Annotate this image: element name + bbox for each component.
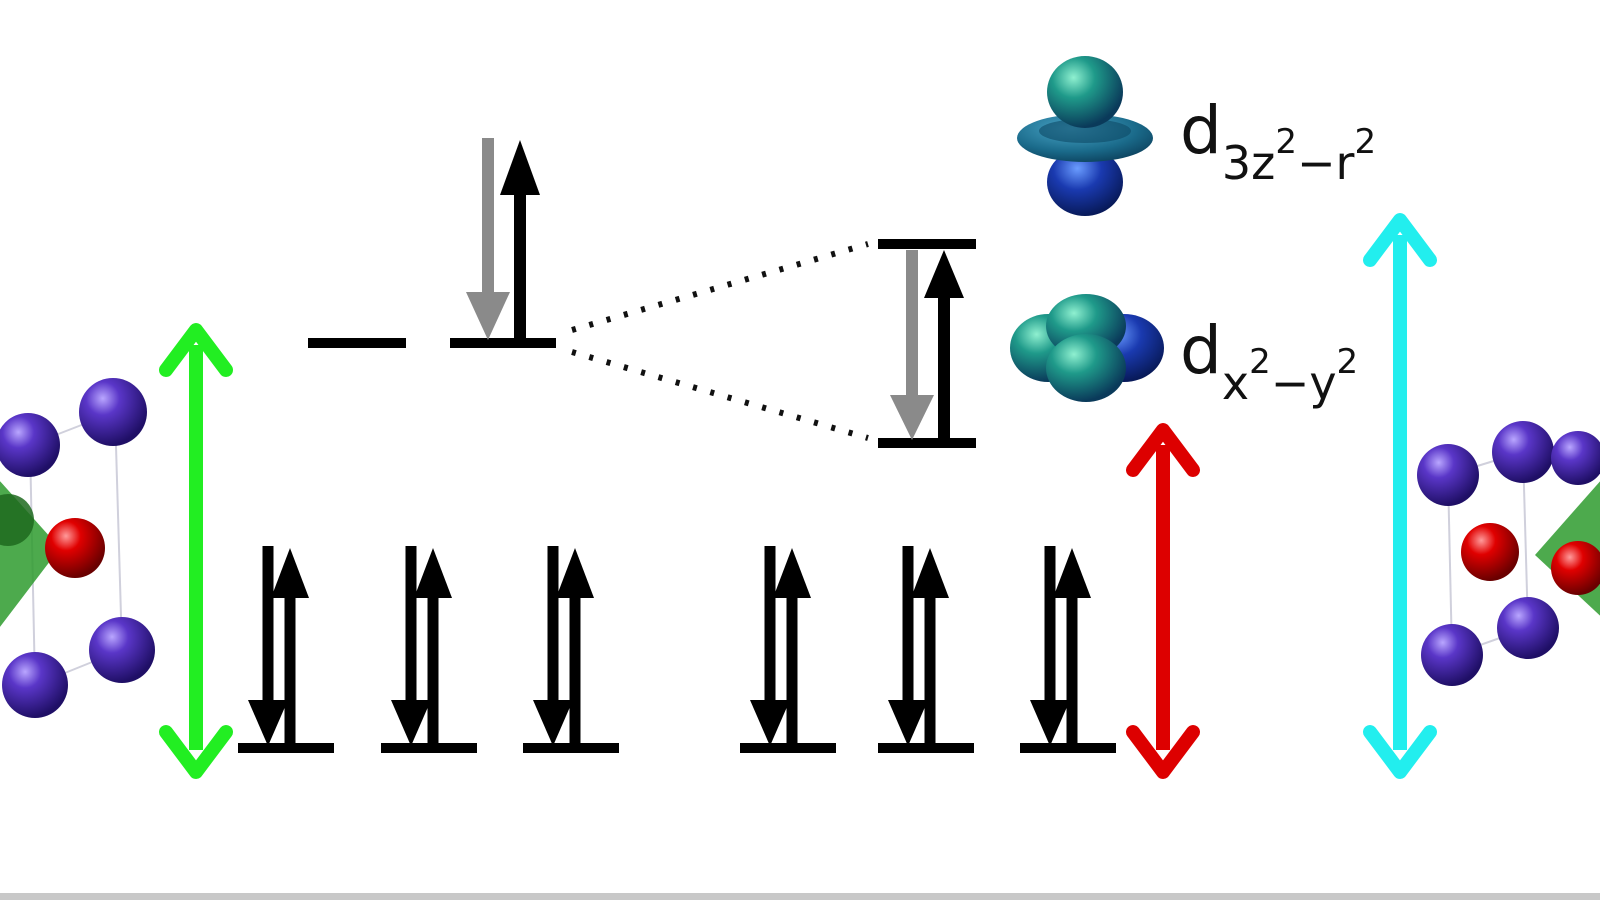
cyan-double-arrow	[1363, 213, 1437, 779]
spin-down-arrowhead	[1030, 700, 1070, 746]
spin-up-arrow	[500, 140, 540, 343]
spin-up-arrowhead	[1053, 548, 1091, 598]
label-sup: 2	[1275, 122, 1297, 162]
spin-down-arrowhead	[391, 700, 431, 746]
dx2y2-label: dx2−y2	[1180, 318, 1358, 407]
electron-pair	[523, 546, 619, 753]
electron-pair	[1020, 546, 1116, 753]
split-levels-right	[878, 239, 976, 448]
label-sup: 2	[1249, 342, 1271, 382]
spin-down-arrow-grey	[890, 250, 934, 440]
cluster-left-icon	[0, 378, 155, 718]
spin-down-arrow-grey	[466, 138, 510, 340]
dx2y2-orbital-icon	[1010, 294, 1164, 402]
label-sup: 2	[1354, 122, 1377, 162]
d3z2-orbital-icon	[1017, 56, 1153, 216]
lower-levels	[238, 546, 1116, 753]
spin-down-arrowhead	[750, 700, 790, 746]
electron-pair	[740, 546, 836, 753]
upper-levels-left	[308, 138, 556, 348]
spin-up-arrowhead	[414, 548, 452, 598]
electron-pair	[878, 546, 974, 753]
red-double-arrow	[1126, 423, 1200, 779]
spin-down-arrowhead	[248, 700, 288, 746]
label-sub-part: −r	[1296, 136, 1355, 190]
d3z2-label: d3z2−r2	[1180, 98, 1376, 187]
label-sub-part: 3z	[1221, 136, 1276, 190]
label-letter: d	[1180, 312, 1222, 389]
green-double-arrow	[159, 323, 233, 779]
spin-up-arrowhead	[911, 548, 949, 598]
spin-up-arrowhead	[271, 548, 309, 598]
label-sub-part: x	[1221, 356, 1250, 410]
bottom-border	[0, 893, 1600, 900]
spin-down-arrowhead	[888, 700, 928, 746]
electron-pair	[238, 546, 334, 753]
label-letter: d	[1180, 92, 1222, 169]
label-sub-part: −y	[1270, 356, 1337, 410]
spin-up-arrowhead	[556, 548, 594, 598]
label-sup: 2	[1336, 342, 1359, 382]
label-subscript: x2−y2	[1221, 345, 1358, 410]
spin-up-arrowhead	[773, 548, 811, 598]
label-subscript: 3z2−r2	[1221, 125, 1376, 190]
spin-up-arrow	[924, 250, 964, 443]
spin-down-arrowhead	[533, 700, 573, 746]
electron-pair	[381, 546, 477, 753]
cluster-right-icon	[1417, 421, 1600, 686]
splitting-dotted-lines	[571, 241, 869, 441]
